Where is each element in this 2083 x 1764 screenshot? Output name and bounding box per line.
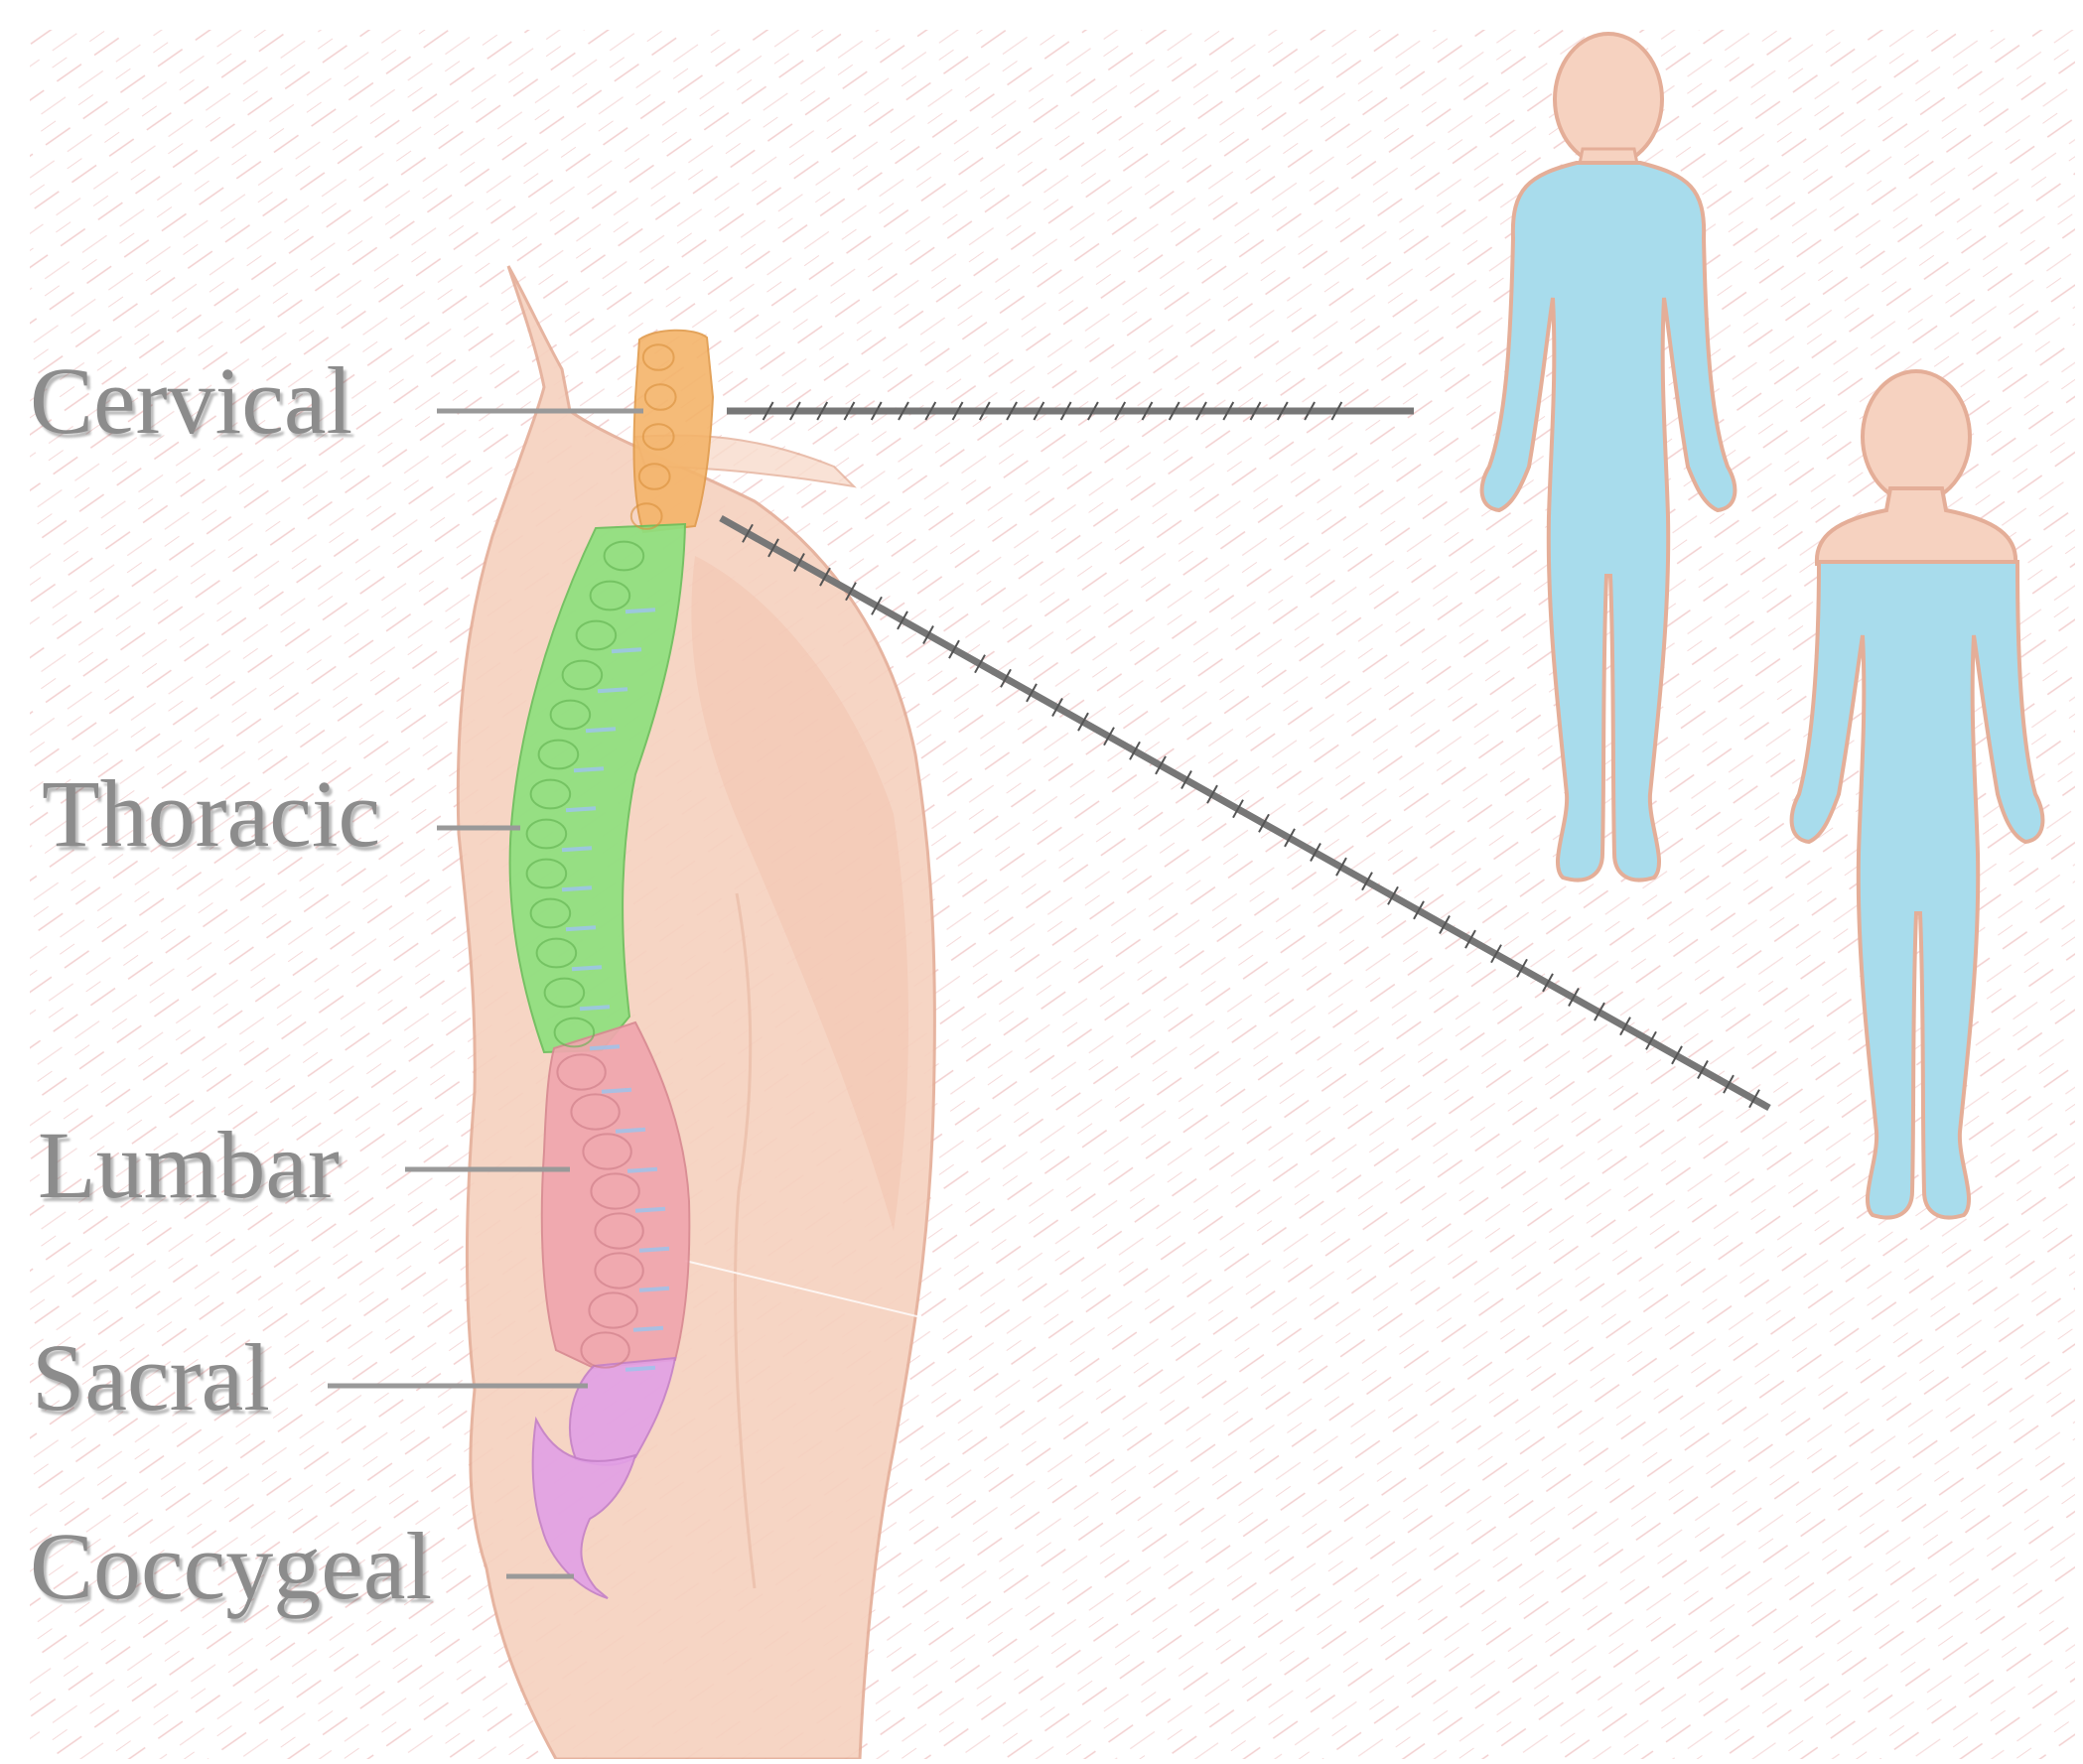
intervertebral-disc xyxy=(598,689,627,691)
figure2-head xyxy=(1863,371,1970,502)
label-sacral: Sacral xyxy=(32,1330,270,1425)
intervertebral-disc xyxy=(616,1130,645,1132)
intervertebral-disc xyxy=(562,887,592,889)
intervertebral-disc xyxy=(590,1046,620,1048)
intervertebral-disc xyxy=(574,768,604,770)
intervertebral-disc xyxy=(612,649,641,651)
intervertebral-disc xyxy=(639,1289,669,1290)
intervertebral-disc xyxy=(566,808,596,810)
intervertebral-disc xyxy=(625,1368,655,1370)
intervertebral-disc xyxy=(566,927,596,929)
intervertebral-disc xyxy=(627,1169,657,1171)
label-thoracic: Thoracic xyxy=(42,766,380,862)
intervertebral-disc xyxy=(639,1249,669,1251)
intervertebral-disc xyxy=(635,1209,665,1211)
intervertebral-disc xyxy=(586,729,616,731)
label-coccygeal: Coccygeal xyxy=(30,1519,432,1614)
intervertebral-disc xyxy=(580,1007,610,1009)
label-cervical: Cervical xyxy=(30,353,352,449)
label-lumbar: Lumbar xyxy=(38,1118,340,1213)
intervertebral-disc xyxy=(633,1328,663,1330)
intervertebral-disc xyxy=(562,848,592,850)
figure1-head xyxy=(1555,34,1662,165)
intervertebral-disc xyxy=(625,610,655,611)
intervertebral-disc xyxy=(602,1090,631,1092)
intervertebral-disc xyxy=(572,967,602,969)
hatch-texture xyxy=(30,30,2075,1759)
